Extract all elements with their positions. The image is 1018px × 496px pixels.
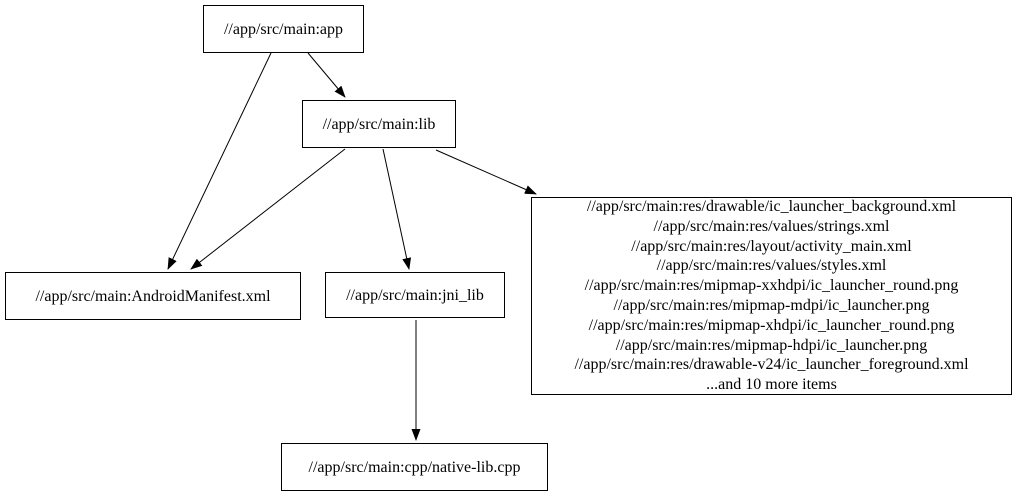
edge-lib-to-jni-lib <box>382 148 412 270</box>
node-app-label: //app/src/main:app <box>223 20 344 38</box>
resource-more-items: ...and 10 more items <box>706 376 837 394</box>
node-jni-lib-label: //app/src/main:jni_lib <box>346 286 484 304</box>
resource-line: //app/src/main:res/mipmap-hdpi/ic_launch… <box>615 336 928 354</box>
node-app: //app/src/main:app <box>203 5 364 53</box>
node-android-manifest: //app/src/main:AndroidManifest.xml <box>5 272 301 320</box>
resource-line: //app/src/main:res/drawable-v24/ic_launc… <box>574 356 969 374</box>
node-resources: //app/src/main:res/drawable/ic_launcher_… <box>531 197 1012 395</box>
node-native-lib-cpp: //app/src/main:cpp/native-lib.cpp <box>281 443 548 491</box>
edge-app-to-lib <box>307 52 346 98</box>
resource-line: //app/src/main:res/mipmap-mdpi/ic_launch… <box>613 297 930 314</box>
resource-line: //app/src/main:res/values/strings.xml <box>653 217 890 235</box>
resource-line: //app/src/main:res/drawable/ic_launcher_… <box>586 198 957 216</box>
resource-line: //app/src/main:res/values/styles.xml <box>656 257 887 275</box>
resource-line: //app/src/main:res/layout/activity_main.… <box>631 237 912 255</box>
node-lib-label: //app/src/main:lib <box>322 115 436 133</box>
edge-lib-to-manifest <box>190 148 346 270</box>
node-lib: //app/src/main:lib <box>302 100 456 148</box>
edge-lib-to-resources <box>435 149 537 195</box>
node-native-lib-cpp-label: //app/src/main:cpp/native-lib.cpp <box>308 458 521 476</box>
resource-line: //app/src/main:res/mipmap-xxhdpi/ic_laun… <box>584 277 959 295</box>
edge-app-to-manifest <box>167 52 272 270</box>
resource-line: //app/src/main:res/mipmap-xhdpi/ic_launc… <box>588 316 955 334</box>
node-android-manifest-label: //app/src/main:AndroidManifest.xml <box>35 287 271 305</box>
node-jni-lib: //app/src/main:jni_lib <box>325 272 505 318</box>
